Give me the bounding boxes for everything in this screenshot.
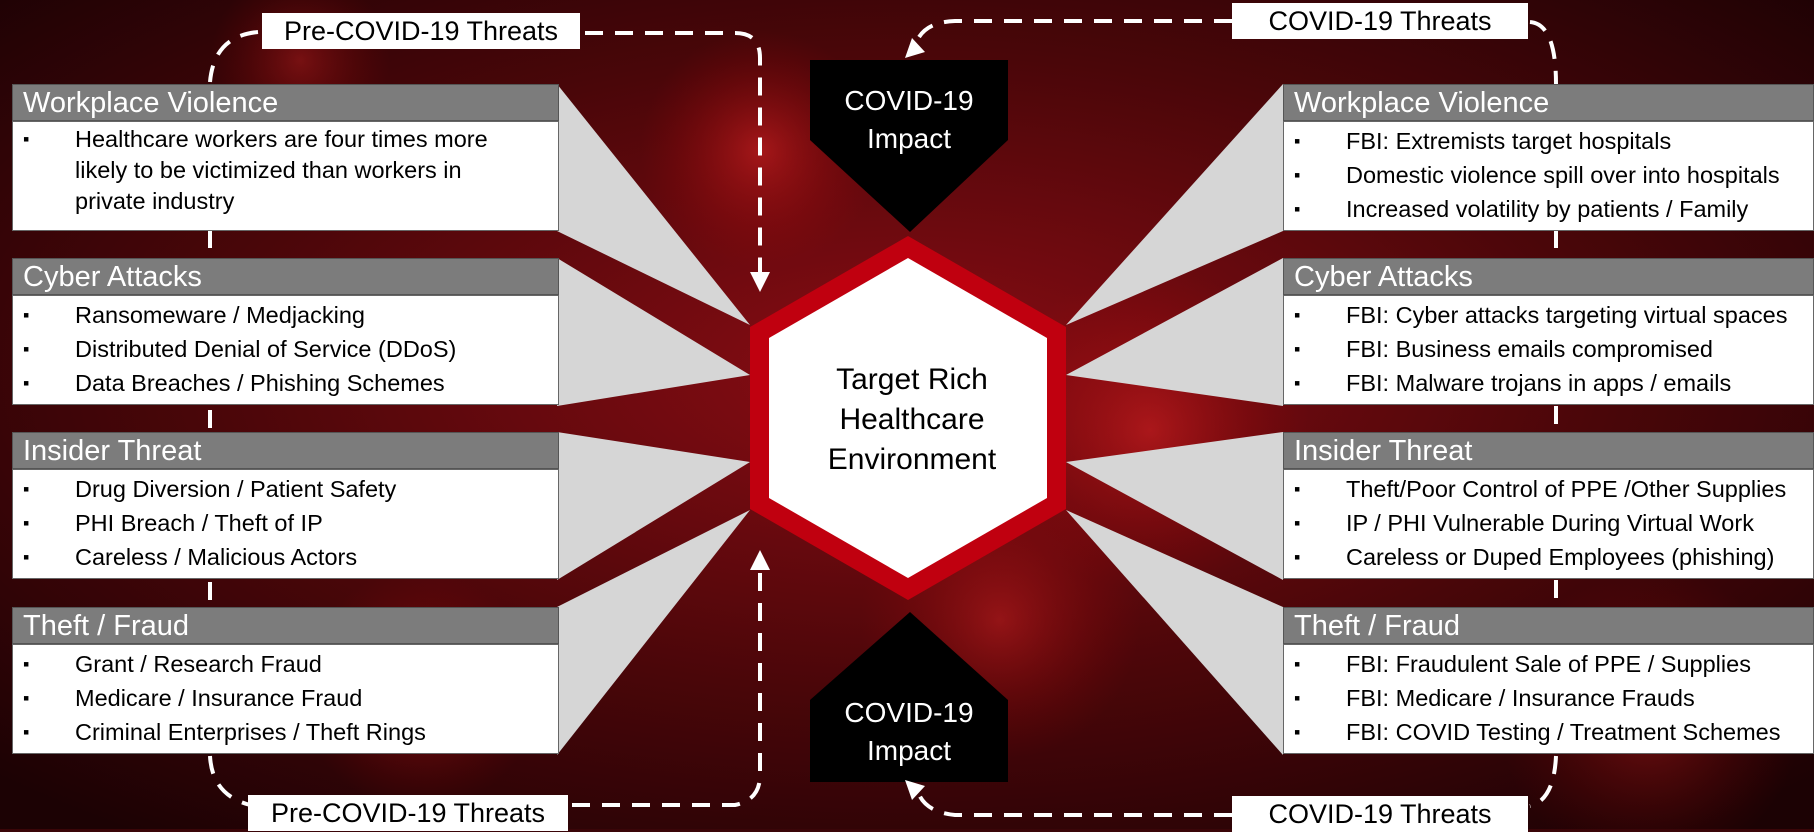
impact-top-arrow xyxy=(810,60,1008,232)
list-item: Medicare / Insurance Fraud xyxy=(13,681,558,715)
panel-list: FBI: Fraudulent Sale of PPE / Supplies F… xyxy=(1283,644,1814,754)
panel-title: Workplace Violence xyxy=(1283,84,1814,121)
list-item: Increased volatility by patients / Famil… xyxy=(1284,192,1813,226)
center-line3: Environment xyxy=(827,443,997,476)
impact-top-label: COVID-19 Impact xyxy=(814,82,1004,158)
panel-list: FBI: Cyber attacks targeting virtual spa… xyxy=(1283,295,1814,405)
ray-left-3 xyxy=(557,432,750,580)
left-panel-insider-threat: Insider Threat Drug Diversion / Patient … xyxy=(12,432,559,579)
list-item: Criminal Enterprises / Theft Rings xyxy=(13,715,558,749)
list-item: IP / PHI Vulnerable During Virtual Work xyxy=(1284,506,1813,540)
list-item: FBI: Cyber attacks targeting virtual spa… xyxy=(1284,298,1813,332)
covid-label-bottom: COVID-19 Threats xyxy=(1232,796,1528,832)
ray-right-1 xyxy=(1066,84,1283,325)
center-line2: Healthcare xyxy=(839,403,985,436)
right-panel-cyber-attacks: Cyber Attacks FBI: Cyber attacks targeti… xyxy=(1283,258,1814,405)
list-item: FBI: Extremists target hospitals xyxy=(1284,124,1813,158)
pre-covid-label-bottom: Pre-COVID-19 Threats xyxy=(248,795,568,831)
ray-right-3 xyxy=(1066,432,1283,580)
list-item: Drug Diversion / Patient Safety xyxy=(13,472,558,506)
ray-left-2 xyxy=(557,258,750,406)
ray-right-2 xyxy=(1066,258,1283,406)
list-item: Careless / Malicious Actors xyxy=(13,540,558,574)
list-item: Ransomeware / Medjacking xyxy=(13,298,558,332)
list-item: Domestic violence spill over into hospit… xyxy=(1284,158,1813,192)
list-item: FBI: Business emails compromised xyxy=(1284,332,1813,366)
center-line1: Target Rich xyxy=(836,363,988,396)
ray-right-4 xyxy=(1066,510,1283,755)
arrowhead-bottom-right xyxy=(905,780,925,800)
right-panel-workplace-violence: Workplace Violence FBI: Extremists targe… xyxy=(1283,84,1814,231)
list-item: Data Breaches / Phishing Schemes xyxy=(13,366,558,400)
left-panel-cyber-attacks: Cyber Attacks Ransomeware / Medjacking D… xyxy=(12,258,559,405)
panel-list: Theft/Poor Control of PPE /Other Supplie… xyxy=(1283,469,1814,579)
covid-dashed-loop xyxy=(913,19,1558,817)
list-item: FBI: COVID Testing / Treatment Schemes xyxy=(1284,715,1813,749)
center-label: Target Rich Healthcare Environment xyxy=(802,360,1022,480)
left-panel-workplace-violence: Workplace Violence Healthcare workers ar… xyxy=(12,84,559,231)
pre-covid-dashed-loop xyxy=(208,30,762,807)
ray-left-4 xyxy=(557,510,750,755)
panel-title: Insider Threat xyxy=(12,432,559,469)
right-rays xyxy=(1066,84,1283,755)
left-panel-theft-fraud: Theft / Fraud Grant / Research Fraud Med… xyxy=(12,607,559,754)
list-item: FBI: Medicare / Insurance Frauds xyxy=(1284,681,1813,715)
arrowhead-up-left xyxy=(750,550,770,570)
panel-title: Cyber Attacks xyxy=(1283,258,1814,295)
impact-bottom-label: COVID-19 Impact xyxy=(814,694,1004,770)
panel-list: Ransomeware / Medjacking Distributed Den… xyxy=(12,295,559,405)
impact-bottom-line1: COVID-19 xyxy=(844,697,974,728)
panel-list: FBI: Extremists target hospitals Domesti… xyxy=(1283,121,1814,231)
impact-bottom-arrow xyxy=(810,612,1008,782)
left-rays xyxy=(557,84,750,755)
list-item: FBI: Malware trojans in apps / emails xyxy=(1284,366,1813,400)
list-item: FBI: Fraudulent Sale of PPE / Supplies xyxy=(1284,647,1813,681)
panel-title: Theft / Fraud xyxy=(1283,607,1814,644)
panel-list: Healthcare workers are four times more l… xyxy=(12,121,559,231)
impact-bottom-line2: Impact xyxy=(866,735,952,766)
covid-label-top: COVID-19 Threats xyxy=(1232,3,1528,39)
list-item: Distributed Denial of Service (DDoS) xyxy=(13,332,558,366)
right-panel-theft-fraud: Theft / Fraud FBI: Fraudulent Sale of PP… xyxy=(1283,607,1814,754)
list-item: Grant / Research Fraud xyxy=(13,647,558,681)
ray-left-1 xyxy=(557,84,750,325)
impact-top-line1: COVID-19 xyxy=(844,85,974,116)
list-item: Theft/Poor Control of PPE /Other Supplie… xyxy=(1284,472,1813,506)
arrowhead-down-left xyxy=(750,272,770,292)
pre-covid-label-top: Pre-COVID-19 Threats xyxy=(262,13,580,49)
panel-title: Cyber Attacks xyxy=(12,258,559,295)
panel-title: Workplace Violence xyxy=(12,84,559,121)
impact-top-line2: Impact xyxy=(866,123,952,154)
arrowhead-top-right xyxy=(905,38,925,58)
list-item: PHI Breach / Theft of IP xyxy=(13,506,558,540)
list-item: Careless or Duped Employees (phishing) xyxy=(1284,540,1813,574)
panel-list: Drug Diversion / Patient Safety PHI Brea… xyxy=(12,469,559,579)
list-item: Healthcare workers are four times more l… xyxy=(13,124,558,217)
right-panel-insider-threat: Insider Threat Theft/Poor Control of PPE… xyxy=(1283,432,1814,579)
panel-list: Grant / Research Fraud Medicare / Insura… xyxy=(12,644,559,754)
panel-title: Theft / Fraud xyxy=(12,607,559,644)
hexagon-inner xyxy=(769,258,1047,578)
panel-title: Insider Threat xyxy=(1283,432,1814,469)
